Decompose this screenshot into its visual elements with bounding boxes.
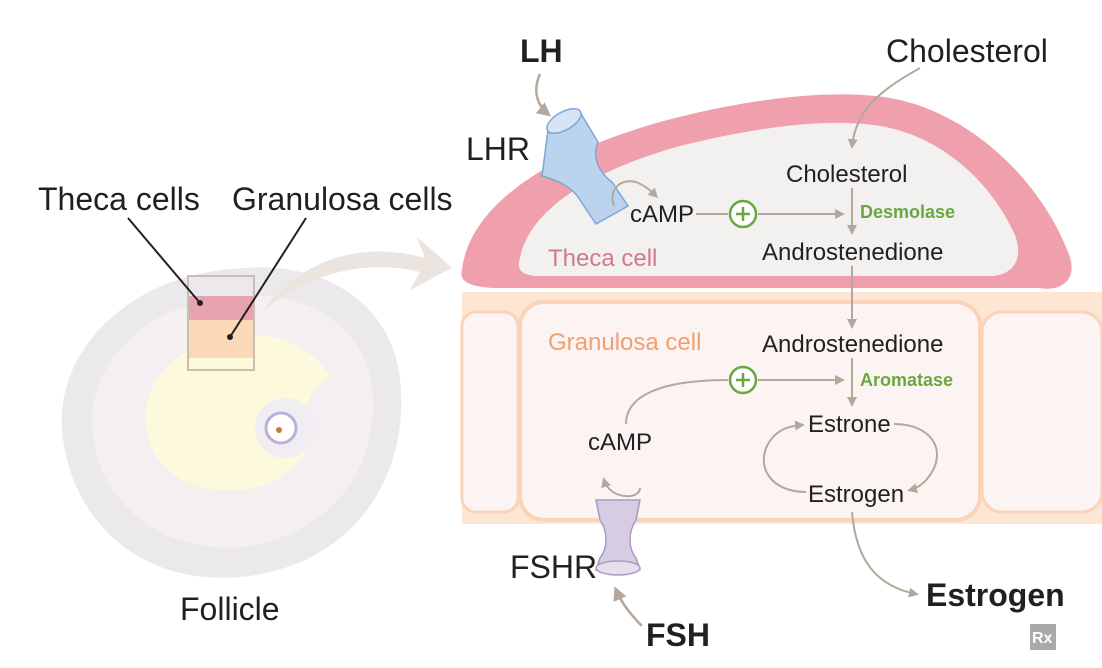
androstenedione-granulosa-label: Androstenedione xyxy=(762,331,943,358)
granulosa-cells-pointer xyxy=(229,217,307,338)
estrogen-inner-label: Estrogen xyxy=(808,481,904,508)
granulosa-neighbor-left xyxy=(460,310,520,514)
fsh-label: FSH xyxy=(646,617,710,653)
lhr-channel xyxy=(541,110,630,225)
granulosa-layer xyxy=(460,292,1102,524)
estrogen-output-label: Estrogen xyxy=(926,577,1065,613)
theca-cells-pointer xyxy=(127,217,201,304)
fshr-label: FSHR xyxy=(510,549,597,585)
zoom-box xyxy=(187,275,255,371)
oocyte-nucleus xyxy=(276,427,282,433)
lh-arrow xyxy=(535,73,552,117)
rx-logo-box xyxy=(1030,624,1056,650)
desmolase-label: Desmolase xyxy=(860,202,955,222)
cholesterol-entry-arrow xyxy=(847,67,921,149)
plus-granulosa xyxy=(728,365,758,395)
estrogen-out-arrow xyxy=(851,511,919,598)
aromatase-label: Aromatase xyxy=(860,370,953,390)
fshr-bottom-rim xyxy=(595,560,641,576)
fshr-to-camp-arrow xyxy=(601,477,641,498)
granulosa-cells-label: Granulosa cells xyxy=(232,181,453,217)
theca-layer xyxy=(461,94,1072,289)
theca-cells-label: Theca cells xyxy=(38,181,200,217)
rx-logo: Rx xyxy=(1030,624,1056,650)
lh-label: LH xyxy=(520,33,563,69)
lh-receptor xyxy=(541,107,630,225)
cholesterol-label: Cholesterol xyxy=(786,161,907,188)
lhr-top-rim xyxy=(546,107,582,135)
cholesterol-top-label: Cholesterol xyxy=(886,33,1048,69)
estrone-label: Estrone xyxy=(808,411,891,438)
granulosa-cell-label: Granulosa cell xyxy=(548,329,701,356)
pathway-arrows xyxy=(535,67,938,627)
fshr-channel xyxy=(594,499,642,571)
camp-theca-label: cAMP xyxy=(630,201,694,228)
estrogen-to-estrone-arrow xyxy=(762,420,807,493)
camp-granulosa-label: cAMP xyxy=(588,429,652,456)
lhr-label: LHR xyxy=(466,131,530,167)
plus-theca xyxy=(728,199,758,229)
androstenedione-theca-label: Androstenedione xyxy=(762,239,943,266)
granulosa-cell-body xyxy=(518,300,982,522)
rx-logo-text: Rx xyxy=(1032,630,1053,647)
camp-to-plus-gran-arrow xyxy=(625,379,729,425)
lhr-to-camp-arrow xyxy=(611,180,659,207)
follicle-label: Follicle xyxy=(180,591,280,627)
granulosa-neighbor-right xyxy=(980,310,1102,514)
granulosa-cells-pointer-dot xyxy=(227,334,233,340)
theca-cell-body xyxy=(518,122,1019,276)
follicle-illustration xyxy=(61,236,452,578)
theca-cell-label: Theca cell xyxy=(548,245,657,272)
fsh-receptor xyxy=(594,499,642,576)
theca-cells-pointer-dot xyxy=(197,300,203,306)
fsh-arrow xyxy=(613,586,643,627)
estrone-to-estrogen-arrow xyxy=(893,423,938,494)
zoom-arrow xyxy=(262,236,452,312)
granulosa-layer-sample xyxy=(188,320,254,358)
